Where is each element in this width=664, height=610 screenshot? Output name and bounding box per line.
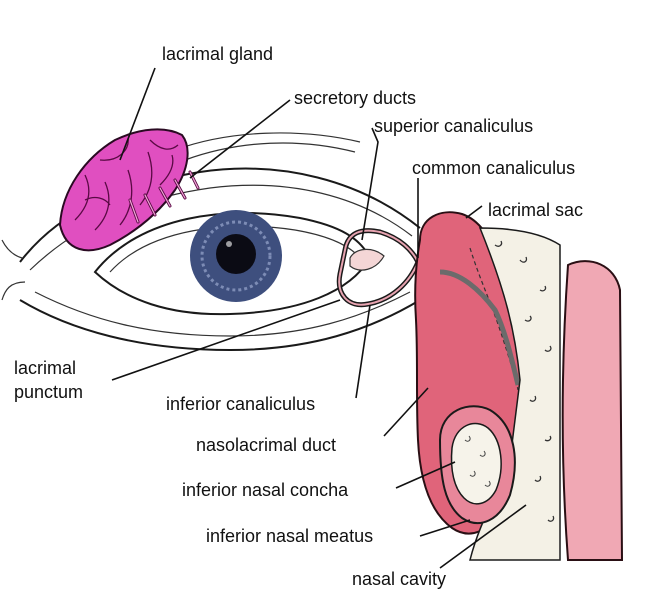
pupil-highlight	[226, 241, 232, 247]
leader-inferior-nasal-meatus	[419, 519, 471, 537]
label-lacrimal-gland: lacrimal gland	[162, 44, 273, 64]
leader-lacrimal-punctum	[111, 299, 341, 381]
leader-nasal-cavity	[439, 504, 527, 569]
leader-secretory-ducts	[189, 99, 291, 179]
labels: lacrimal gland secretory ducts superior …	[14, 44, 583, 589]
label-inferior-canaliculus: inferior canaliculus	[166, 394, 315, 414]
leader-lacrimal-gland	[119, 67, 156, 161]
leader-superior-canaliculus	[361, 127, 379, 241]
label-common-canaliculus: common canaliculus	[412, 158, 575, 178]
label-inferior-nasal-meatus: inferior nasal meatus	[206, 526, 373, 546]
label-lacrimal-sac: lacrimal sac	[488, 200, 583, 220]
inferior-nasal-concha	[438, 405, 516, 524]
label-nasal-cavity: nasal cavity	[352, 569, 446, 589]
leader-lacrimal-sac	[465, 205, 483, 219]
label-superior-canaliculus: superior canaliculus	[374, 116, 533, 136]
label-secretory-ducts: secretory ducts	[294, 88, 416, 108]
iris-ring	[200, 220, 272, 292]
leader-inferior-nasal-concha	[395, 461, 456, 489]
secretory-ducts	[128, 170, 200, 224]
leader-inferior-canaliculus	[355, 304, 371, 399]
pupil	[216, 234, 256, 274]
nasal-septum	[559, 260, 624, 561]
label-nasolacrimal-duct: nasolacrimal duct	[196, 435, 336, 455]
leader-nasolacrimal-duct	[383, 387, 429, 437]
lacrimal-gland	[58, 128, 189, 252]
label-lacrimal-punctum-line2: punctum	[14, 382, 83, 402]
leader-lines	[111, 67, 527, 569]
label-inferior-nasal-concha: inferior nasal concha	[182, 480, 349, 500]
label-lacrimal-punctum-line1: lacrimal	[14, 358, 76, 378]
eye	[93, 210, 385, 316]
caruncle	[349, 248, 385, 271]
